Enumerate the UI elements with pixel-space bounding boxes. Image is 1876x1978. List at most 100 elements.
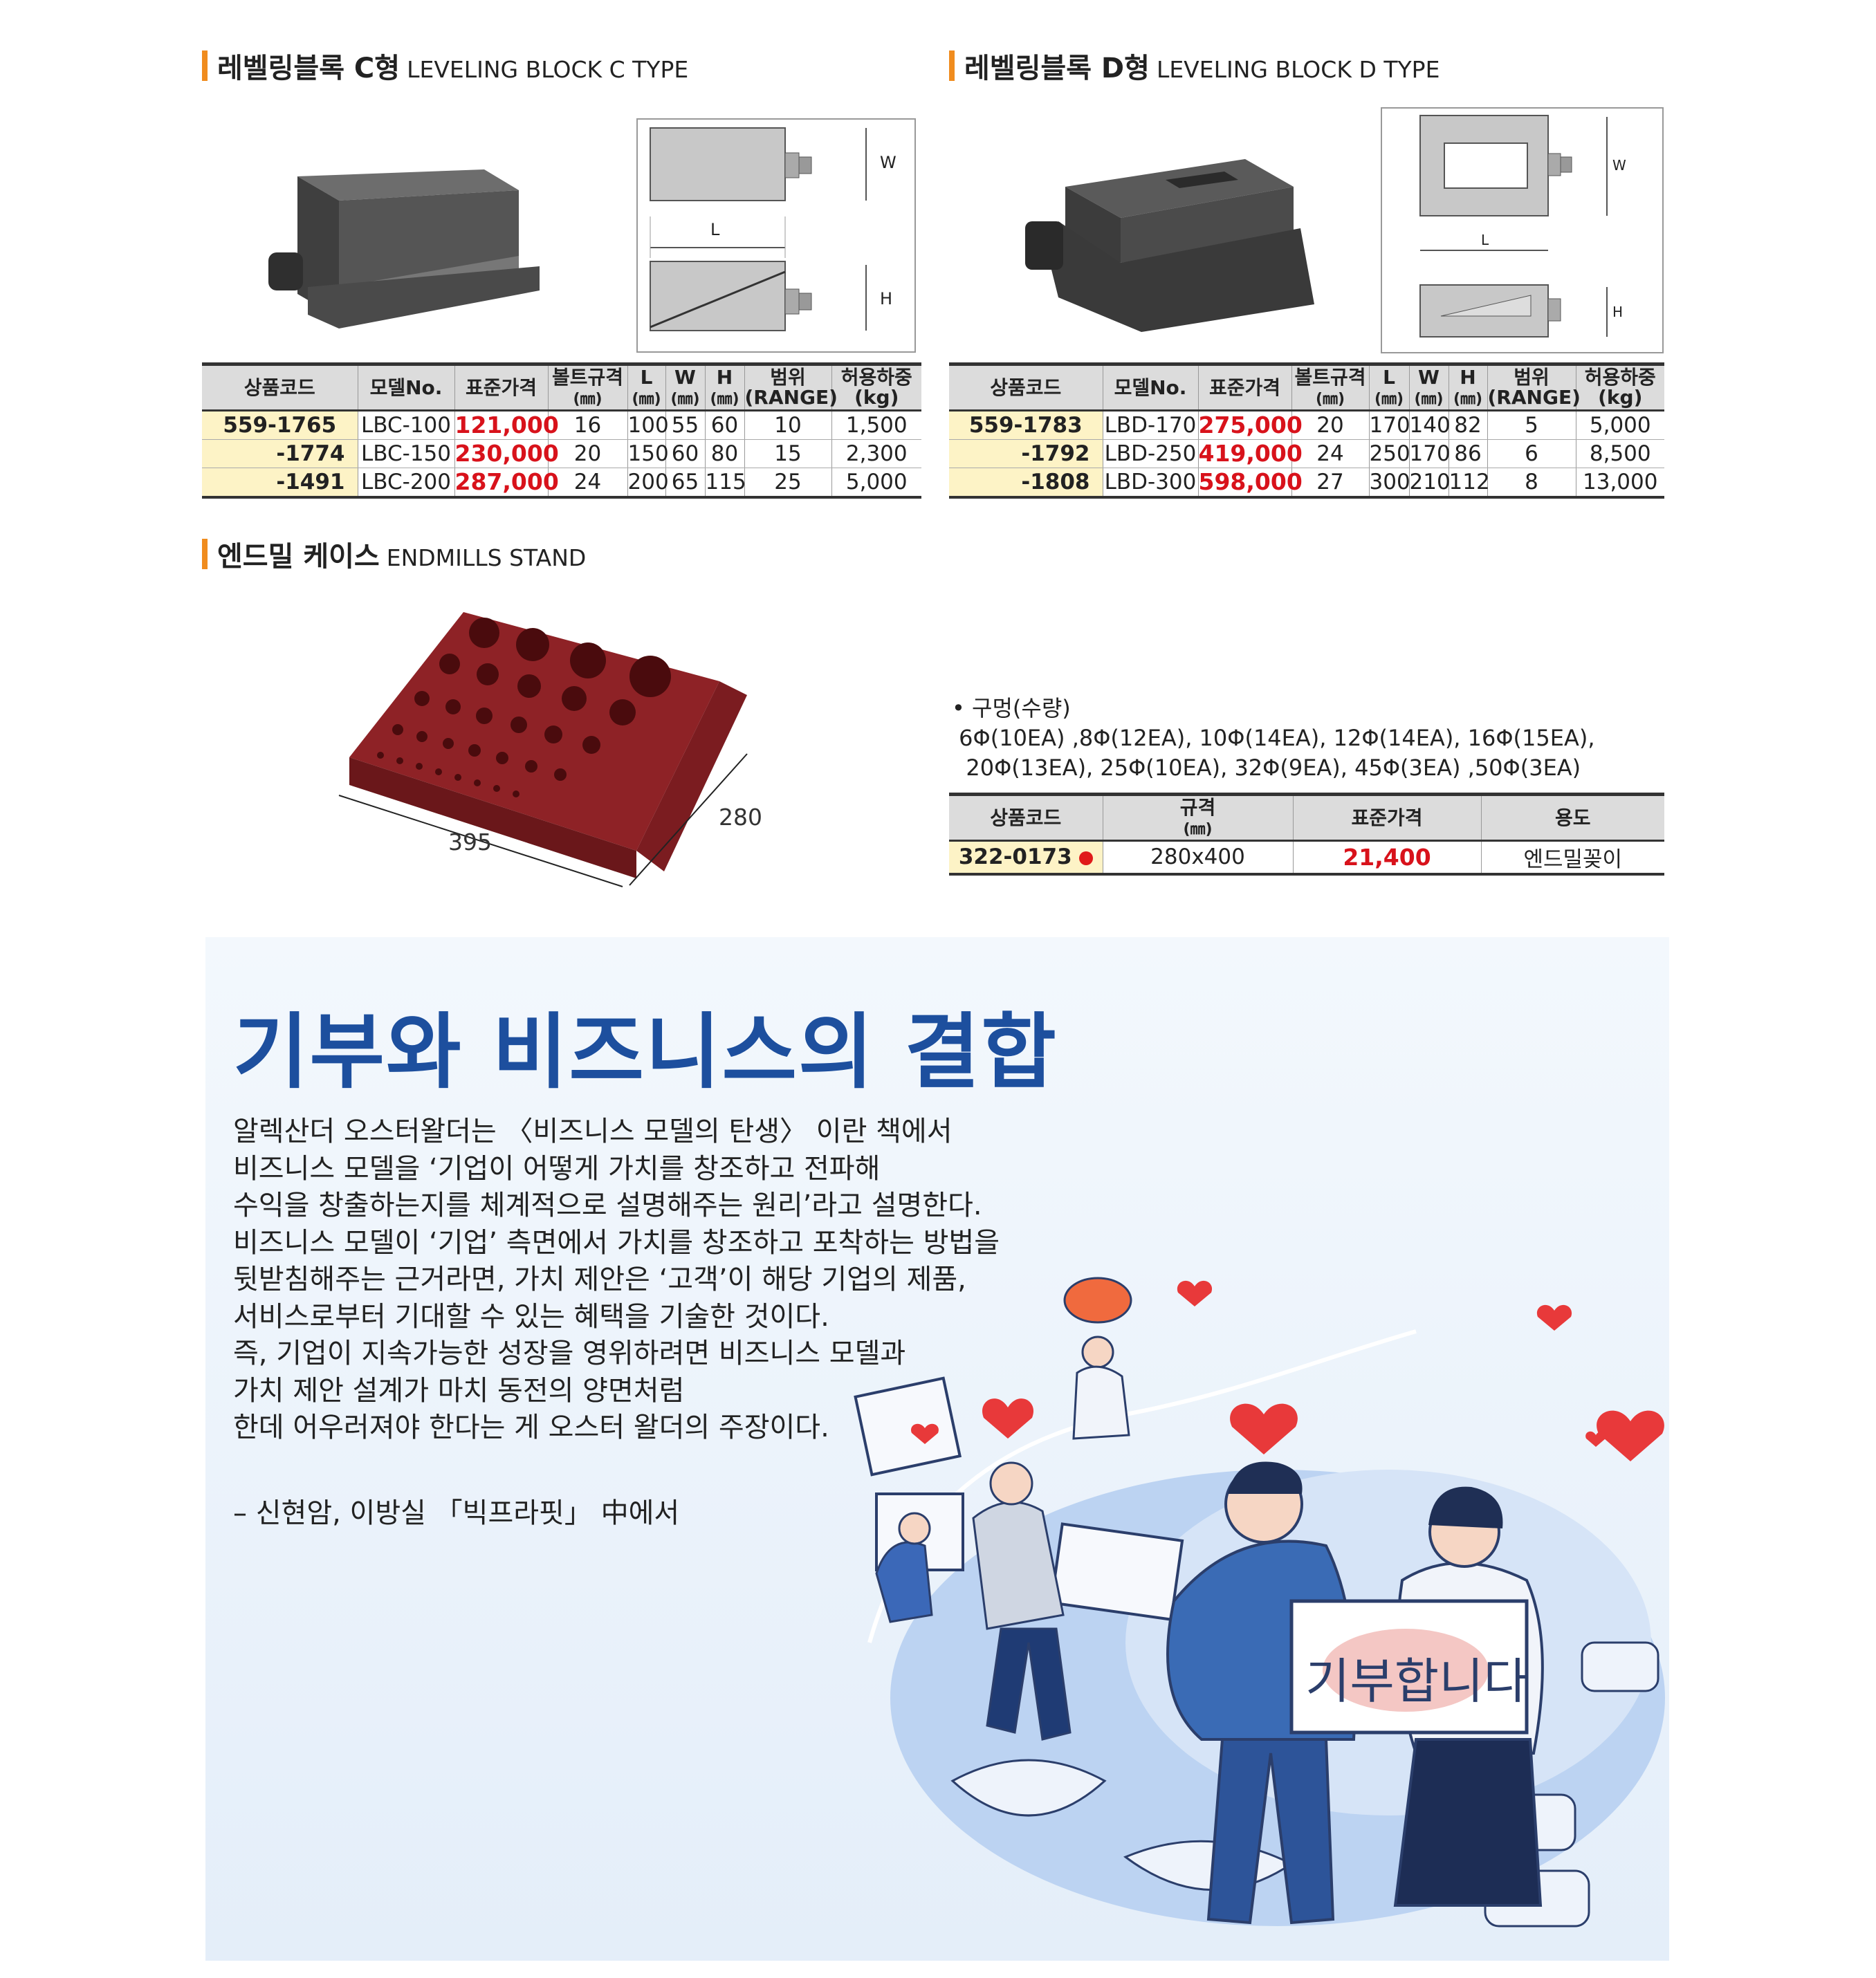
col-load: 허용하중(kg) [831, 362, 921, 412]
cell-load: 13,000 [1575, 468, 1664, 499]
cell-price: 287,000 [454, 468, 559, 499]
body-line: 즉, 기업이 지속가능한 성장을 영위하려면 비즈니스 모델과 [233, 1338, 906, 1369]
cell-price: 121,000 [454, 410, 559, 440]
cell-l: 100 [627, 410, 669, 440]
table-header-row: 상품코드 모델No. 표준가격 볼트규격(㎜) L(㎜) W(㎜) H(㎜) 범… [202, 362, 921, 412]
donation-illustration: 기부합니다 [849, 1255, 1669, 1961]
cell-h: 112 [1448, 468, 1490, 499]
dim-label-length: 395 [448, 829, 492, 856]
table-row: 559-1783 LBD-170 275,000 20 170 140 82 5… [949, 410, 1664, 440]
cell-load: 8,500 [1575, 439, 1664, 468]
cell-code: -1774 [202, 439, 358, 468]
dim-label-h: H [880, 289, 893, 308]
table-row: -1491 LBC-200 287,000 24 200 65 115 25 5… [202, 468, 921, 499]
body-line: 비즈니스 모델이 ‘기업’ 측면에서 가치를 창조하고 포착하는 방법을 [233, 1226, 1000, 1259]
title-accent-bar [202, 539, 208, 569]
col-l: L(㎜) [627, 362, 665, 412]
holes-line-2: 20Φ(13EA), 25Φ(10EA), 32Φ(9EA), 45Φ(3EA)… [966, 755, 1581, 781]
title-ko: 레벨링블록 D형 [964, 53, 1150, 84]
title-ko: 레벨링블록 C형 [217, 53, 401, 84]
banner-body: 알렉산더 오스터왈더는 〈비즈니스 모델의 탄생〉 이란 책에서 비즈니스 모델… [233, 1113, 1000, 1447]
col-model: 모델No. [357, 362, 454, 412]
leveling-block-d-diagram: L W H [1381, 107, 1664, 353]
cell-l: 170 [1368, 410, 1410, 440]
cell-code: -1491 [202, 468, 358, 499]
endmill-table: 상품코드 규격(㎜) 표준가격 용도 322-0173 280x400 21,4… [949, 793, 1664, 876]
col-range: 범위(RANGE) [1487, 362, 1581, 412]
col-price: 표준가격 [1197, 362, 1291, 412]
cell-range: 6 [1487, 439, 1576, 468]
cell-l: 200 [627, 468, 669, 499]
cell-bolt: 24 [547, 468, 627, 499]
title-ko: 엔드밀 케이스 [217, 541, 380, 573]
title-en: LEVELING BLOCK D TYPE [1156, 56, 1440, 83]
table-header-row: 상품코드 모델No. 표준가격 볼트규격(㎜) L(㎜) W(㎜) H(㎜) 범… [949, 362, 1664, 412]
dim-label-w: W [880, 153, 896, 172]
col-model: 모델No. [1102, 362, 1198, 412]
dim-label-l: L [710, 220, 720, 239]
cell-model: LBD-300 [1102, 468, 1198, 499]
cell-bolt: 20 [1291, 410, 1369, 440]
table-header-row: 상품코드 규격(㎜) 표준가격 용도 [949, 793, 1664, 842]
cell-code: 559-1783 [949, 410, 1103, 440]
cell-w: 140 [1408, 410, 1451, 440]
cell-range: 8 [1487, 468, 1576, 499]
cell-h: 80 [704, 439, 744, 468]
col-code: 상품코드 [949, 793, 1103, 842]
cell-model: LBC-150 [357, 439, 454, 468]
col-w: W(㎜) [1408, 362, 1449, 412]
title-en: LEVELING BLOCK C TYPE [407, 56, 689, 83]
col-bolt: 볼트규격(㎜) [1291, 362, 1369, 412]
cell-bolt: 16 [547, 410, 627, 440]
col-h: H(㎜) [1448, 362, 1487, 412]
holes-info: • 구멍(수량) 6Φ(10EA) ,8Φ(12EA), 10Φ(14EA), … [952, 694, 1595, 783]
cell-code: -1792 [949, 439, 1103, 468]
col-price: 표준가격 [1292, 793, 1481, 842]
leveling-block-d-photo [1017, 138, 1321, 346]
leveling-block-c-photo [256, 149, 546, 342]
donation-sign-text: 기부합니다 [1305, 1653, 1528, 1710]
cell-h: 82 [1448, 410, 1487, 440]
cell-code: 322-0173 [949, 840, 1103, 876]
table-row: -1774 LBC-150 230,000 20 150 60 80 15 2,… [202, 439, 921, 468]
dim-label-l: L [1481, 232, 1489, 248]
body-line: 한데 어우러져야 한다는 게 오스터 왈더의 주장이다. [233, 1412, 829, 1443]
holes-line-1: 6Φ(10EA) ,8Φ(12EA), 10Φ(14EA), 12Φ(14EA)… [959, 725, 1595, 751]
cell-range: 10 [744, 410, 831, 440]
title-accent-bar [202, 50, 208, 81]
cell-price: 598,000 [1197, 468, 1303, 499]
banner-headline: 기부와 비즈니스의 결합 [233, 1004, 1058, 1100]
cell-l: 250 [1368, 439, 1410, 468]
cell-spec: 280x400 [1102, 840, 1293, 876]
holes-title: • 구멍(수량) [952, 695, 1071, 721]
cell-range: 15 [744, 439, 831, 468]
section-title-leveling-d: 레벨링블록 D형 LEVELING BLOCK D TYPE [949, 46, 1440, 86]
col-code: 상품코드 [202, 362, 358, 412]
red-dot-icon [1078, 851, 1093, 865]
endmill-stand-photo [332, 602, 761, 906]
col-use: 용도 [1480, 793, 1664, 842]
table-row: 322-0173 280x400 21,400 엔드밀꽂이 [949, 840, 1664, 876]
table-row: 559-1765 LBC-100 121,000 16 100 55 60 10… [202, 410, 921, 440]
cell-w: 170 [1408, 439, 1451, 468]
cell-bolt: 20 [547, 439, 627, 468]
cell-h: 115 [704, 468, 746, 499]
body-line: 서비스로부터 기대할 수 있는 혜택을 기술한 것이다. [233, 1300, 829, 1333]
cell-code: -1808 [949, 468, 1103, 499]
cell-l: 150 [627, 439, 669, 468]
cell-price: 21,400 [1292, 840, 1481, 876]
col-code: 상품코드 [949, 362, 1103, 412]
col-load: 허용하중(kg) [1575, 362, 1664, 412]
cell-load: 5,000 [1575, 410, 1664, 440]
col-w: W(㎜) [665, 362, 705, 412]
cell-range: 5 [1487, 410, 1576, 440]
dim-label-h: H [1612, 304, 1624, 320]
cell-model: LBD-250 [1102, 439, 1198, 468]
cell-h: 86 [1448, 439, 1487, 468]
leveling-c-table: 상품코드 모델No. 표준가격 볼트규격(㎜) L(㎜) W(㎜) H(㎜) 범… [202, 362, 921, 499]
cell-price: 419,000 [1197, 439, 1303, 468]
dim-label-depth: 280 [719, 804, 762, 831]
cell-load: 1,500 [831, 410, 921, 440]
section-title-endmill: 엔드밀 케이스 ENDMILLS STAND [202, 534, 586, 574]
col-l: L(㎜) [1368, 362, 1409, 412]
